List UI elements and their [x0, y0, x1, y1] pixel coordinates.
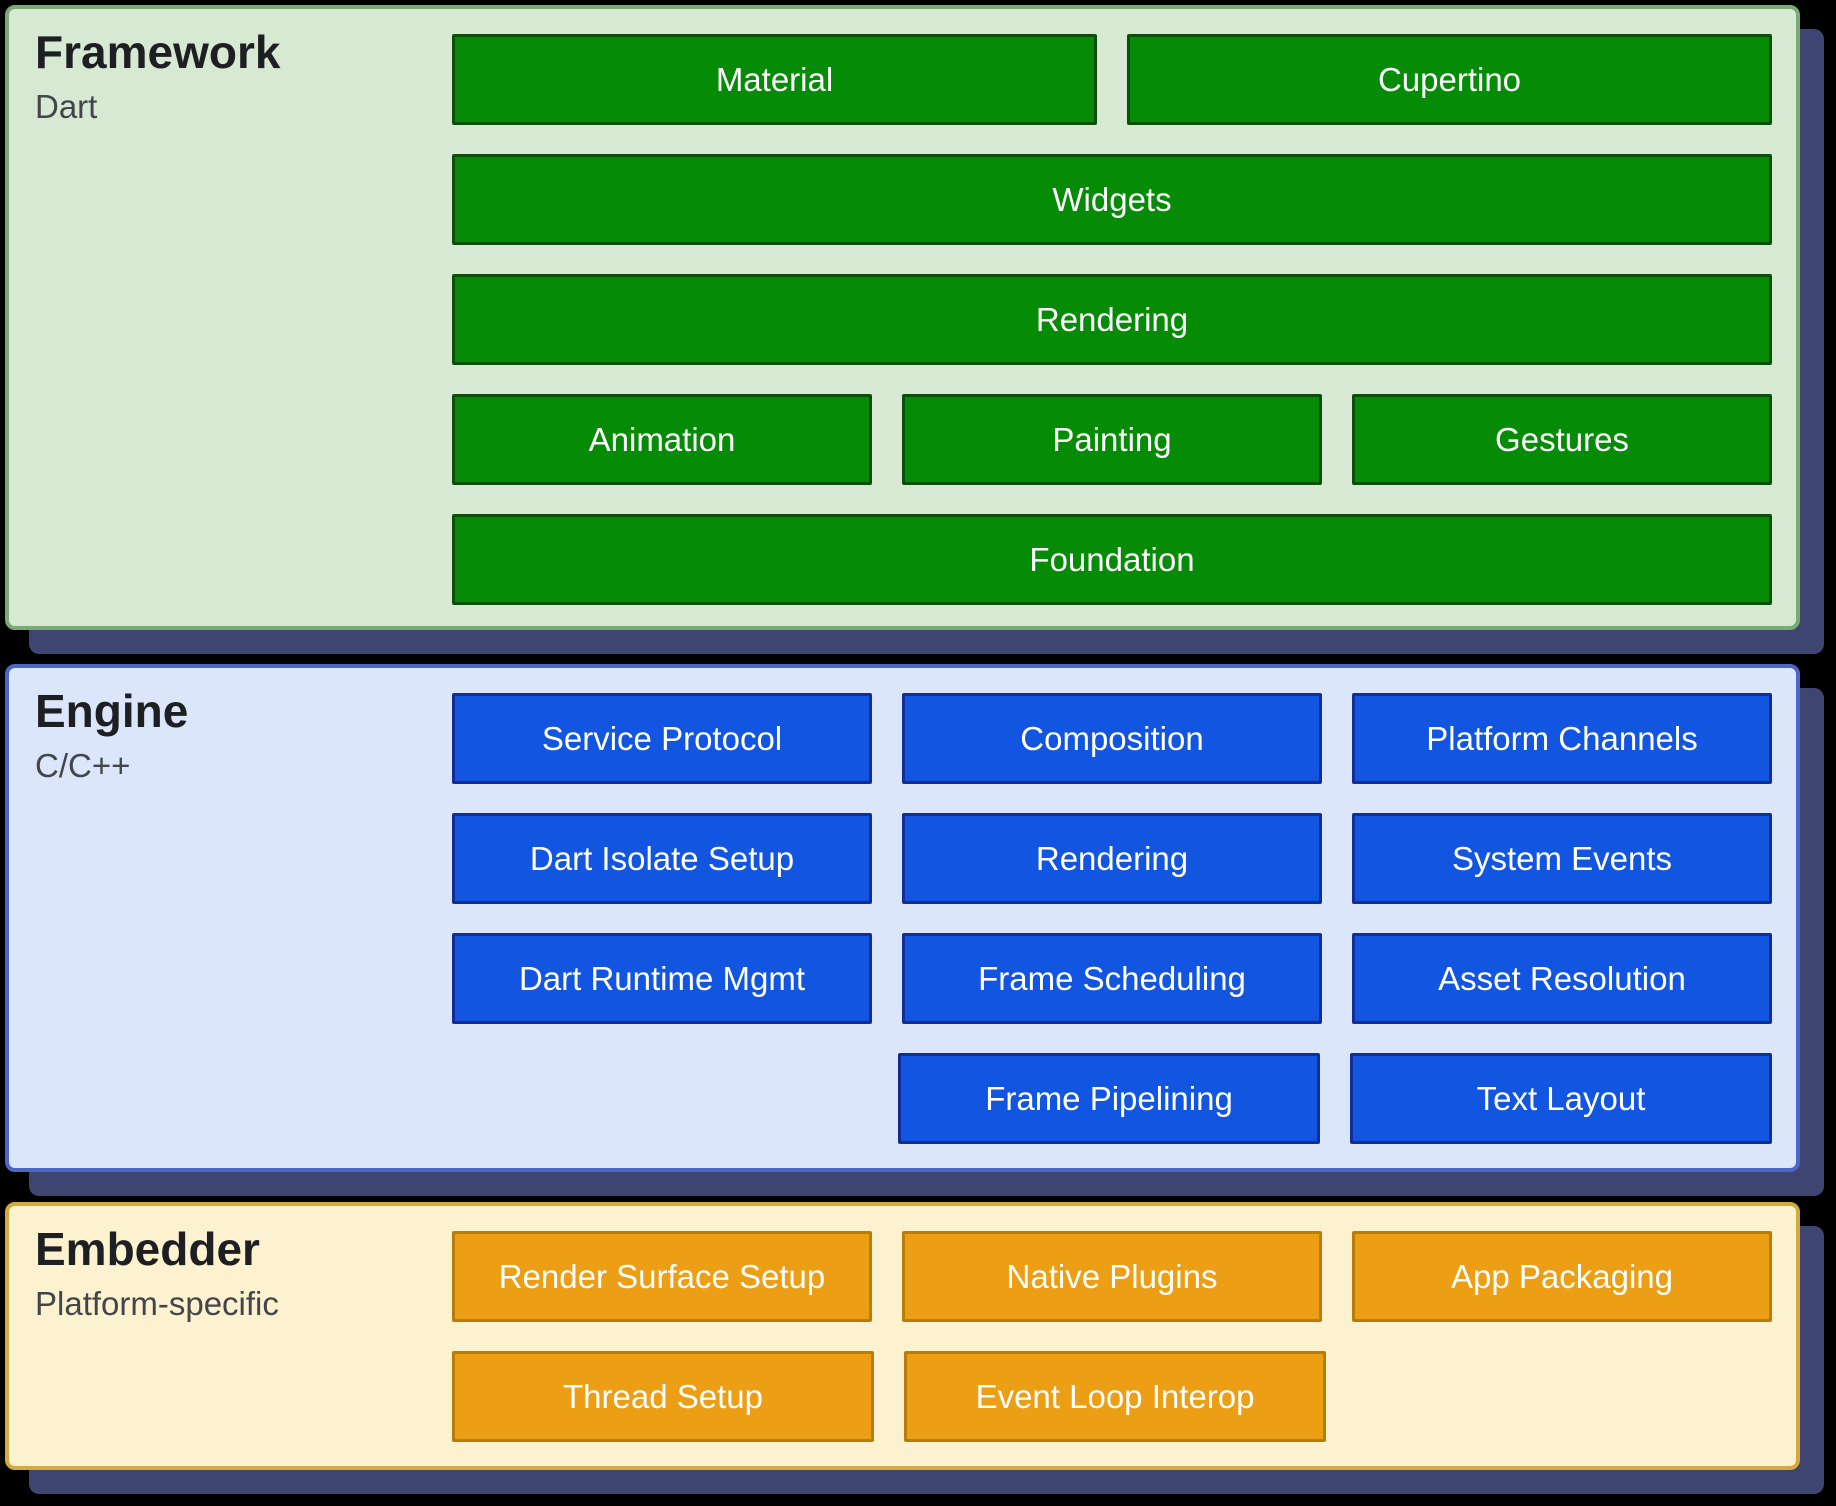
box-rendering: Rendering [902, 813, 1322, 904]
box-event-loop-interop: Event Loop Interop [904, 1351, 1326, 1442]
engine-row: Dart Isolate Setup Rendering System Events [452, 813, 1772, 904]
box-thread-setup: Thread Setup [452, 1351, 874, 1442]
engine-boxes-area: Service Protocol Composition Platform Chan… [452, 668, 1796, 1168]
framework-layer-title: Framework [35, 26, 281, 78]
embedder-layer: Embedder Platform-specific Render Surfac… [5, 1202, 1800, 1470]
box-frame-scheduling: Frame Scheduling [902, 933, 1322, 1024]
box-render-surface-setup: Render Surface Setup [452, 1231, 872, 1322]
framework-row: Material Cupertino [452, 34, 1772, 125]
box-asset-resolution: Asset Resolution [1352, 933, 1772, 1024]
box-app-packaging: App Packaging [1352, 1231, 1772, 1322]
box-dart-isolate-setup: Dart Isolate Setup [452, 813, 872, 904]
box-widgets: Widgets [452, 154, 1772, 245]
box-platform-channels: Platform Channels [1352, 693, 1772, 784]
framework-layer-subtitle: Dart [35, 88, 98, 125]
embedder-row: Render Surface Setup Native Plugins App Pa… [452, 1231, 1772, 1322]
embedder-layer-title: Embedder [35, 1223, 260, 1275]
embedder-layer-subtitle: Platform-specific [35, 1285, 279, 1322]
framework-row: Animation Painting Gestures [452, 394, 1772, 485]
box-frame-pipelining: Frame Pipelining [898, 1053, 1320, 1144]
framework-row: Rendering [452, 274, 1772, 365]
engine-label-column: Engine C/C++ [9, 668, 452, 1168]
framework-label-column: Framework Dart [9, 9, 452, 626]
engine-layer-subtitle: C/C++ [35, 747, 131, 784]
box-system-events: System Events [1352, 813, 1772, 904]
box-composition: Composition [902, 693, 1322, 784]
framework-row: Widgets [452, 154, 1772, 245]
engine-row: Dart Runtime Mgmt Frame Scheduling Asset R… [452, 933, 1772, 1024]
embedder-row: Thread Setup Event Loop Interop [452, 1351, 1772, 1442]
box-foundation: Foundation [452, 514, 1772, 605]
box-cupertino: Cupertino [1127, 34, 1772, 125]
box-service-protocol: Service Protocol [452, 693, 872, 784]
box-native-plugins: Native Plugins [902, 1231, 1322, 1322]
box-animation: Animation [452, 394, 872, 485]
box-rendering: Rendering [452, 274, 1772, 365]
embedder-label-column: Embedder Platform-specific [9, 1206, 452, 1466]
engine-row: Frame Pipelining Text Layout [452, 1053, 1772, 1144]
engine-layer: Engine C/C++ Service Protocol Composition… [5, 664, 1800, 1172]
box-dart-runtime-mgmt: Dart Runtime Mgmt [452, 933, 872, 1024]
engine-row: Service Protocol Composition Platform Chan… [452, 693, 1772, 784]
box-gestures: Gestures [1352, 394, 1772, 485]
embedder-boxes-area: Render Surface Setup Native Plugins App Pa… [452, 1206, 1796, 1466]
engine-layer-title: Engine [35, 685, 189, 737]
framework-row: Foundation [452, 514, 1772, 605]
box-painting: Painting [902, 394, 1322, 485]
box-text-layout: Text Layout [1350, 1053, 1772, 1144]
box-material: Material [452, 34, 1097, 125]
